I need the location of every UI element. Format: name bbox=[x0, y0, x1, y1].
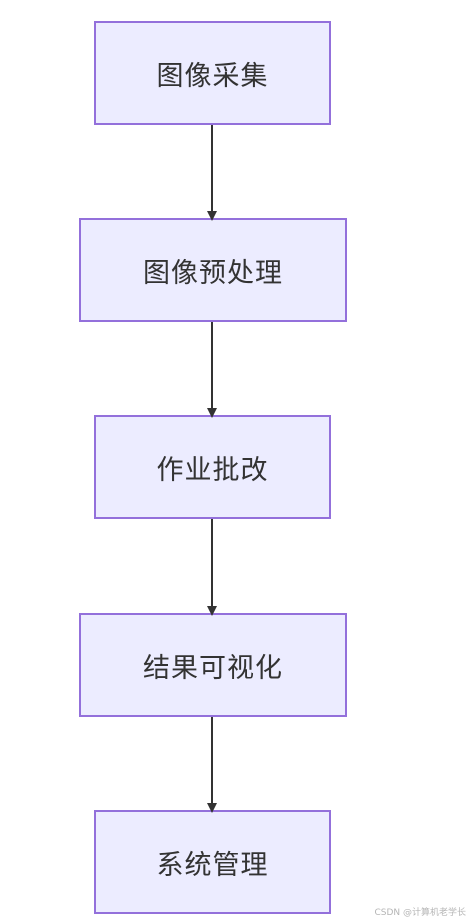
flow-node-label: 作业批改 bbox=[156, 454, 269, 486]
flow-node-result-visualization: 结果可视化 bbox=[79, 613, 347, 717]
flow-node-label: 系统管理 bbox=[156, 849, 269, 881]
flow-node-homework-grading: 作业批改 bbox=[94, 415, 331, 519]
flow-node-label: 图像预处理 bbox=[143, 257, 283, 289]
watermark-text: CSDN @计算机老学长 bbox=[374, 908, 466, 918]
flow-node-label: 结果可视化 bbox=[143, 652, 283, 684]
flow-node-label: 图像采集 bbox=[156, 60, 269, 92]
flow-node-image-capture: 图像采集 bbox=[94, 21, 331, 125]
flow-node-image-preprocessing: 图像预处理 bbox=[79, 218, 347, 322]
